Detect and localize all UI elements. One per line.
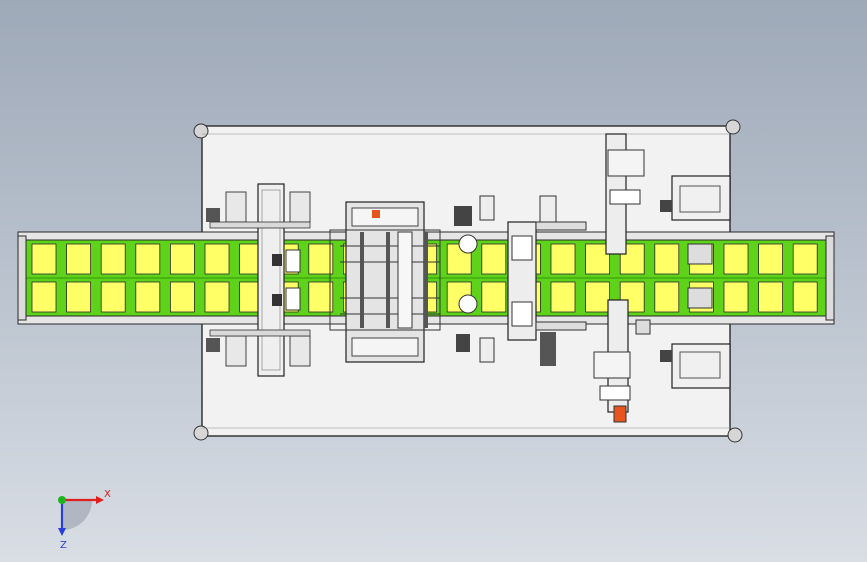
foot-top-left [193,123,209,139]
slide-module-center [329,201,441,363]
tray-cell [723,243,749,275]
conveyor-end-right [825,235,835,321]
tray-cell [758,243,783,275]
conveyor-end-left [17,235,27,321]
tray-cell [100,243,126,275]
tray-cell [31,243,57,275]
z-axis-label: Z [60,540,67,551]
tray-cell [308,281,334,313]
y-axis-dot [58,496,66,504]
tray-cell [481,243,507,275]
gantry-robot [593,133,651,423]
tray-cell [792,243,818,275]
tray-cell [585,281,610,313]
sensor-station [454,195,495,363]
tray-cell [204,243,230,275]
tray-cell [66,243,91,275]
tray-cell [481,281,507,313]
tray-cell [550,243,576,275]
foot-bottom-right [727,427,743,443]
axis-triad[interactable]: X Z [58,489,111,551]
tray-cell [792,281,818,313]
x-axis-label: X [104,489,111,500]
tray-cell [66,281,91,313]
tray-cell [135,281,161,313]
pusher-station [507,195,587,366]
tray-cell [758,281,783,313]
tray-cell [723,281,749,313]
tray-cell [204,281,230,313]
foot-top-right [725,119,741,135]
tray-cell [654,243,680,275]
tray-cell [169,243,195,275]
tray-cell [585,243,610,275]
clamp-station-left [206,183,311,377]
foot-bottom-left [193,425,209,441]
tray-cell [169,281,195,313]
tray-cell [654,281,680,313]
tray-cell [550,281,576,313]
tray-cell [31,281,57,313]
tray-cell [100,281,126,313]
handling-unit-right [660,175,731,389]
tray-cell [308,243,334,275]
tray-cell [135,243,161,275]
